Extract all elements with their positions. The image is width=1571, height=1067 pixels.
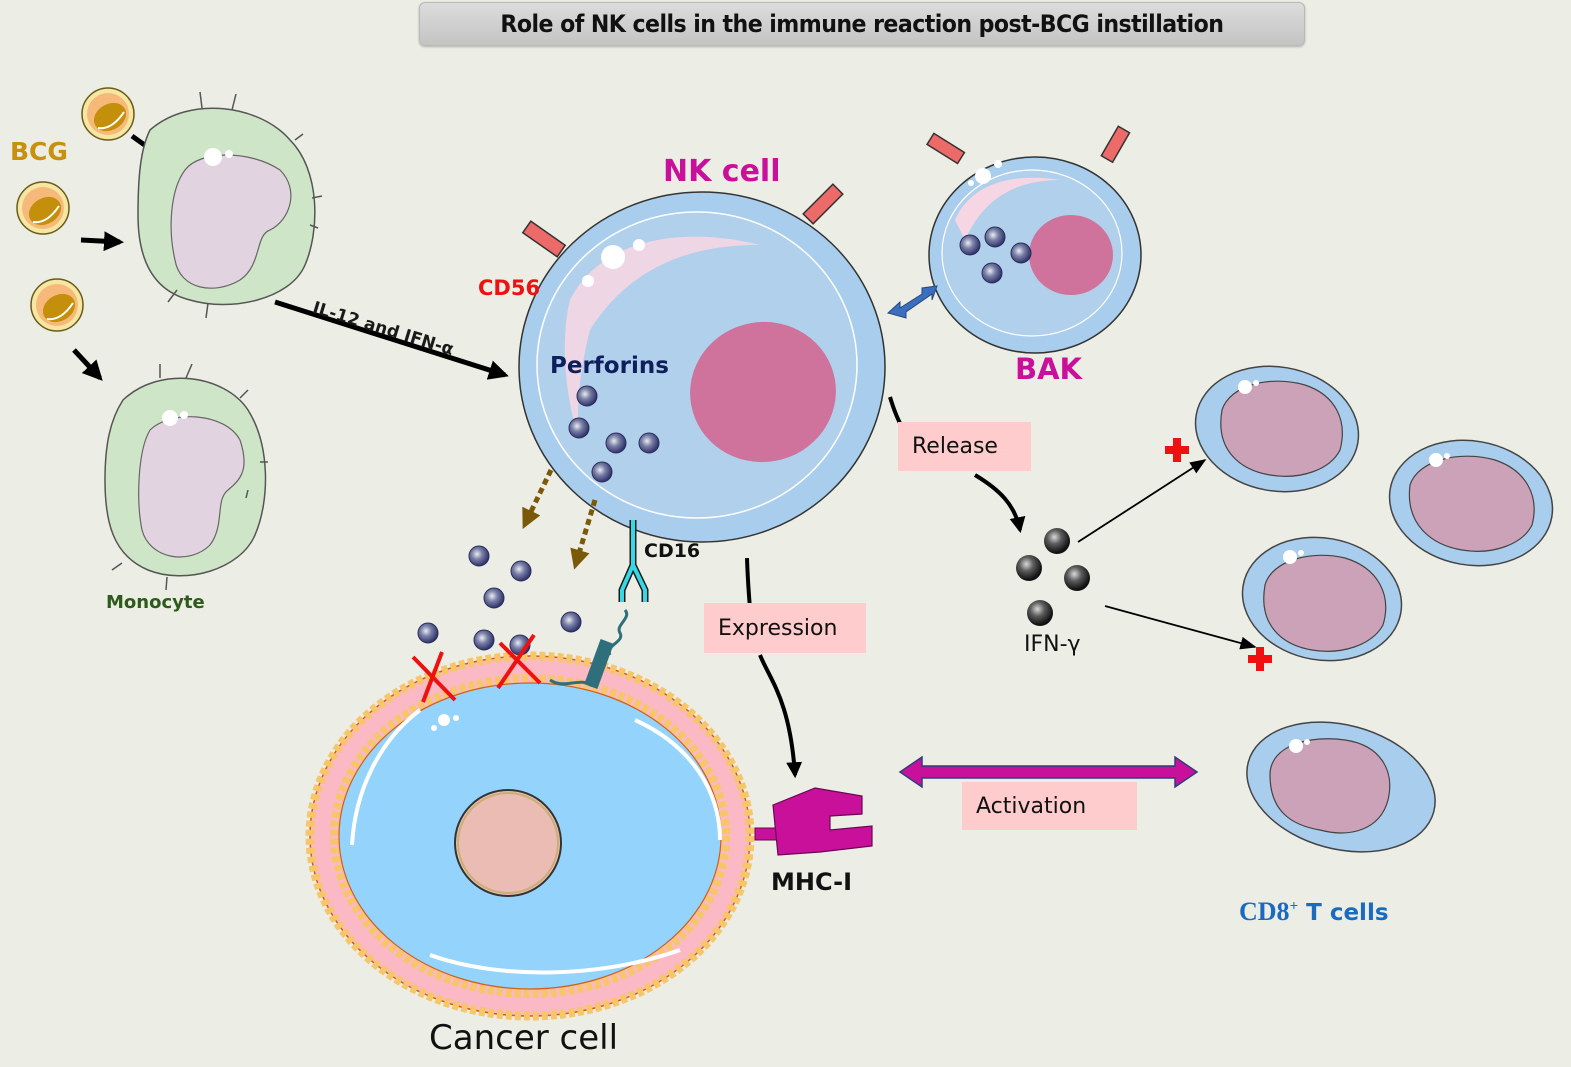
cd16-receptor	[618, 520, 649, 602]
cancer-cell	[305, 651, 755, 1021]
cancer-cell-label: Cancer cell	[429, 1018, 619, 1058]
t-cell	[1241, 536, 1403, 662]
perforin-granule	[591, 461, 613, 483]
ifn-gamma-molecule	[1064, 565, 1090, 591]
release-label: Release	[912, 434, 998, 459]
il12-ifn-alpha-arrow	[274, 299, 509, 380]
cd56-receptor	[521, 220, 567, 258]
cd56-receptor	[802, 183, 844, 225]
perforin-granule	[568, 417, 590, 439]
activation-double-arrow	[898, 755, 1199, 789]
ifn-gamma-molecules	[1016, 528, 1090, 626]
cd8-t-cell	[1246, 721, 1436, 853]
mhc-i-label: MHC-I	[771, 868, 853, 896]
t-cell	[1388, 439, 1554, 567]
page-title: Role of NK cells in the immune reaction …	[500, 10, 1224, 38]
perforin-release-arrow	[570, 499, 598, 570]
activation-box: Activation	[962, 782, 1137, 830]
bcg-label: BCG	[10, 137, 68, 166]
membrane-antigen	[549, 609, 629, 689]
bcg-bacterium-icon	[16, 181, 70, 235]
cd56-label: CD56	[478, 276, 541, 300]
cd16-label: CD16	[644, 540, 701, 562]
release-box: Release	[898, 422, 1031, 471]
bak-cell	[925, 125, 1142, 354]
plus-icon	[1165, 438, 1189, 462]
nk-cell-label: NK cell	[663, 154, 781, 189]
perforin-granule	[473, 629, 495, 651]
cd8-text: CD8	[1239, 897, 1290, 926]
monocyte-cell	[137, 91, 323, 319]
perforin-granule	[576, 385, 598, 407]
release-arrow	[973, 473, 1026, 534]
bcg-arrow	[80, 231, 124, 252]
title-banner: Role of NK cells in the immune reaction …	[419, 2, 1305, 46]
perforin-granules	[568, 385, 660, 483]
cd8-t-cells-label: CD8+ T cells	[1239, 897, 1389, 927]
mhc-i-molecule	[754, 787, 873, 856]
perforin-release-arrow	[522, 468, 554, 530]
ifn-gamma-label: IFN-γ	[1024, 632, 1081, 657]
bak-label: BAK	[1015, 352, 1083, 386]
bcg-arrow	[72, 348, 103, 381]
perforin-granule	[483, 587, 505, 609]
ifn-to-tcell-arrow	[1077, 459, 1207, 543]
t-cell	[1194, 365, 1360, 493]
nk-bak-double-arrow	[886, 285, 938, 319]
monocyte-cell	[104, 363, 268, 591]
ifn-gamma-molecule	[1016, 555, 1042, 581]
ifn-to-tcell-arrow	[1104, 605, 1257, 650]
t-cells-text: T cells	[1298, 900, 1389, 926]
perforin-granule	[510, 560, 532, 582]
bcg-bacterium-icon	[30, 278, 84, 332]
perforin-granule	[605, 432, 627, 454]
bcg-bacterium-icon	[81, 87, 135, 141]
expression-label: Expression	[718, 615, 838, 641]
perforin-granule	[417, 622, 439, 644]
cross-x-icon	[496, 633, 542, 690]
monocyte-label: Monocyte	[106, 592, 205, 613]
plus-icon	[1248, 647, 1272, 671]
cd8-superscript: +	[1289, 898, 1299, 915]
expression-box: Expression	[704, 603, 866, 653]
perforin-granule	[468, 545, 490, 567]
expression-arrow	[758, 654, 803, 779]
cross-x-icon	[411, 651, 457, 703]
perforin-granule	[638, 432, 660, 454]
released-perforins	[417, 545, 582, 656]
ifn-gamma-molecule	[1044, 528, 1070, 554]
perforin-granule	[560, 611, 582, 633]
perforins-label: Perforins	[550, 353, 669, 379]
activation-label: Activation	[976, 793, 1087, 819]
ifn-gamma-molecule	[1027, 600, 1053, 626]
